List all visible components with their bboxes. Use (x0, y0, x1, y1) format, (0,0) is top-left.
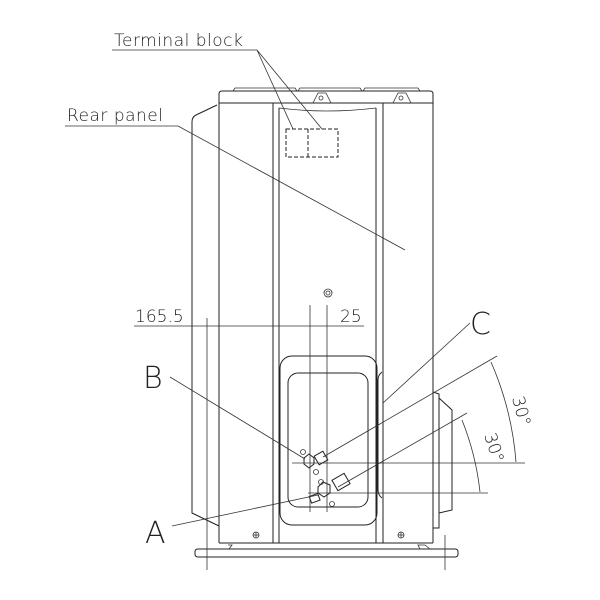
dimension-165-5: 165.5 (135, 307, 184, 327)
valve-b (303, 453, 315, 469)
screw-icon (397, 531, 405, 539)
angle-upper: 30° (507, 394, 534, 428)
lifting-lug-right (392, 92, 412, 104)
terminal-block-outline (285, 128, 339, 158)
angle-lower: 30° (479, 430, 507, 465)
label-a: A (145, 516, 166, 551)
base-plate (194, 548, 459, 558)
top-cap (218, 87, 434, 104)
dimension-25: 25 (340, 307, 362, 327)
screw-icon (252, 531, 260, 539)
rear-panel-outline (191, 104, 220, 527)
service-panel-inner (287, 372, 369, 508)
unit-body (191, 103, 459, 558)
label-b: B (143, 361, 163, 396)
label-c: C (470, 307, 491, 342)
leader-lines (65, 49, 471, 527)
terminal-block-label: Terminal block (114, 31, 243, 51)
lifting-lug-left (312, 92, 332, 104)
dimension-lines (134, 305, 525, 570)
service-panel-outer (279, 355, 378, 526)
rear-panel-label: Rear panel (67, 106, 163, 126)
service-valves (300, 449, 351, 507)
screw-icon (323, 288, 333, 298)
